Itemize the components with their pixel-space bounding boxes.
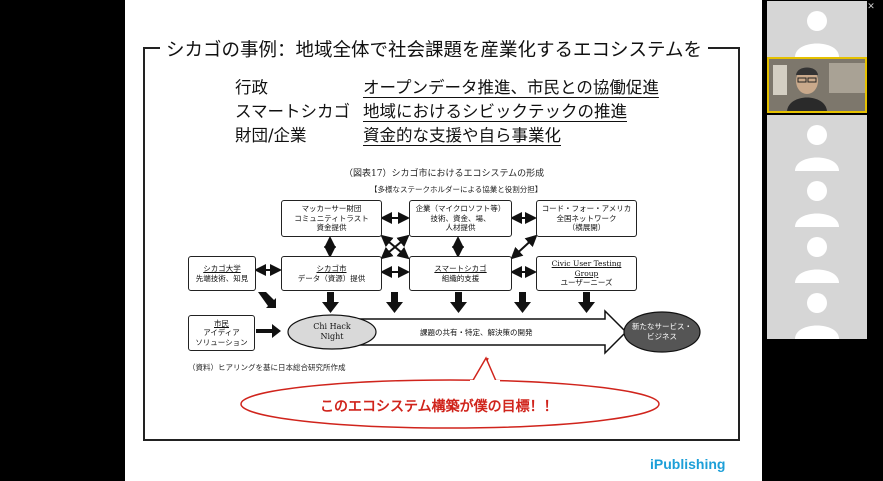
row-value: 資金的な支援や自ら事業化 bbox=[363, 126, 561, 145]
new-services-ellipse bbox=[623, 311, 701, 353]
box-citizens: 市民 アイディア ソリューション bbox=[188, 315, 255, 351]
box-company: 企業（マイクロソフト等） 技術、資金、場、 人材提供 bbox=[409, 200, 512, 237]
box-line: 資金提供 bbox=[316, 223, 347, 233]
box-line: Group bbox=[574, 268, 599, 278]
chi-hack-night-label: Chi Hack Night bbox=[300, 322, 364, 342]
callout-ellipse bbox=[240, 379, 660, 429]
avatar-icon bbox=[795, 125, 839, 171]
down-arrow bbox=[258, 292, 276, 308]
process-arrow bbox=[339, 309, 628, 355]
ellipse-line: 新たなサービス・ bbox=[632, 322, 692, 331]
box-code-for-america: コード・フォー・アメリカ 全国ネットワーク （横展開） bbox=[536, 200, 637, 237]
participant-tile[interactable] bbox=[767, 1, 867, 57]
box-line: コミュニティトラスト bbox=[294, 213, 369, 223]
box-university: シカゴ大学 先端技術、知見 bbox=[188, 256, 256, 291]
down-arrow bbox=[514, 292, 531, 313]
down-arrow bbox=[578, 292, 595, 313]
box-line: アイディア bbox=[203, 328, 240, 338]
close-icon[interactable]: ✕ bbox=[867, 2, 875, 12]
down-arrow bbox=[386, 292, 403, 313]
box-macarthur: マッカーサー財団 コミュニティトラスト 資金提供 bbox=[281, 200, 382, 237]
participant-tile[interactable] bbox=[767, 115, 867, 171]
box-line: マッカーサー財団 bbox=[301, 204, 362, 214]
row-key: 財団/企業 bbox=[235, 126, 307, 145]
box-line: Civic User Testing bbox=[551, 259, 622, 269]
box-line: スマートシカゴ bbox=[434, 264, 487, 273]
figure-source: （資料）ヒアリングを基に日本総合研究所作成 bbox=[188, 363, 346, 372]
avatar-icon bbox=[795, 237, 839, 283]
callout-tail-cover bbox=[470, 380, 500, 384]
callout-text: このエコシステム構築が僕の目標！！ bbox=[320, 399, 558, 415]
row-key: スマートシカゴ bbox=[235, 102, 351, 121]
row-value: オープンデータ推進、市民との協働促進 bbox=[363, 78, 659, 97]
box-line: 人材提供 bbox=[445, 223, 476, 233]
row-gyosei: 行政 オープンデータ推進、市民との協働促進 bbox=[235, 74, 659, 98]
box-line: 組織的支援 bbox=[441, 273, 480, 283]
ellipse-line: Chi Hack bbox=[313, 322, 351, 331]
new-services-label: 新たなサービス・ ビジネス bbox=[625, 322, 699, 342]
link-arrow bbox=[380, 234, 410, 260]
row-key: 行政 bbox=[235, 78, 268, 97]
slide-title: シカゴの事例：地域全体で社会課題を産業化するエコシステムを bbox=[160, 36, 708, 62]
right-arrow bbox=[256, 324, 281, 338]
ellipse-line: Night bbox=[320, 332, 344, 341]
participant-tile[interactable] bbox=[767, 171, 867, 227]
box-line: シカゴ大学 bbox=[203, 264, 241, 273]
box-line: データ（資源）提供 bbox=[297, 273, 366, 283]
figure-subtitle: 【多様なステークホルダーによる協業と役割分担】 bbox=[370, 185, 543, 194]
process-arrow-label: 課題の共有・特定、解決策の開発 bbox=[420, 328, 533, 337]
box-line: 先端技術、知見 bbox=[195, 273, 249, 283]
ellipse-line: ビジネス bbox=[647, 332, 677, 341]
figure-title: （図表17）シカゴ市におけるエコシステムの形成 bbox=[344, 169, 545, 179]
down-arrow bbox=[450, 292, 467, 313]
row-smartchicago: スマートシカゴ地域におけるシビックテックの推進 bbox=[235, 98, 627, 122]
row-zaidan: 財団/企業 資金的な支援や自ら事業化 bbox=[235, 122, 561, 146]
link-arrow bbox=[510, 234, 538, 260]
box-line: 全国ネットワーク bbox=[556, 213, 617, 223]
box-city: シカゴ市 データ（資源）提供 bbox=[281, 256, 382, 291]
participant-video bbox=[769, 59, 865, 111]
box-line: シカゴ市 bbox=[316, 264, 347, 273]
box-line: 企業（マイクロソフト等） bbox=[415, 204, 506, 214]
participant-video-tile[interactable] bbox=[767, 57, 867, 113]
avatar-icon bbox=[795, 11, 839, 57]
box-line: （横展開） bbox=[567, 223, 606, 233]
box-cut-group: Civic User Testing Group ユーザーニーズ bbox=[536, 256, 637, 291]
avatar-icon bbox=[795, 181, 839, 227]
box-line: 市民 bbox=[214, 318, 229, 328]
box-line: 技術、資金、場、 bbox=[430, 213, 491, 223]
callout-tail bbox=[471, 356, 497, 383]
box-line: コード・フォー・アメリカ bbox=[541, 204, 632, 214]
avatar-icon bbox=[795, 293, 839, 339]
chi-hack-night-ellipse bbox=[287, 314, 377, 350]
participant-tile[interactable] bbox=[767, 283, 867, 339]
down-arrow bbox=[322, 292, 339, 313]
box-line: ソリューション bbox=[195, 337, 248, 347]
participant-tile[interactable] bbox=[767, 227, 867, 283]
box-smart-chicago: スマートシカゴ 組織的支援 bbox=[409, 256, 512, 291]
row-value: 地域におけるシビックテックの推進 bbox=[363, 102, 627, 121]
ipublishing-logo: iPublishing bbox=[650, 456, 726, 472]
box-line: ユーザーニーズ bbox=[560, 278, 613, 288]
